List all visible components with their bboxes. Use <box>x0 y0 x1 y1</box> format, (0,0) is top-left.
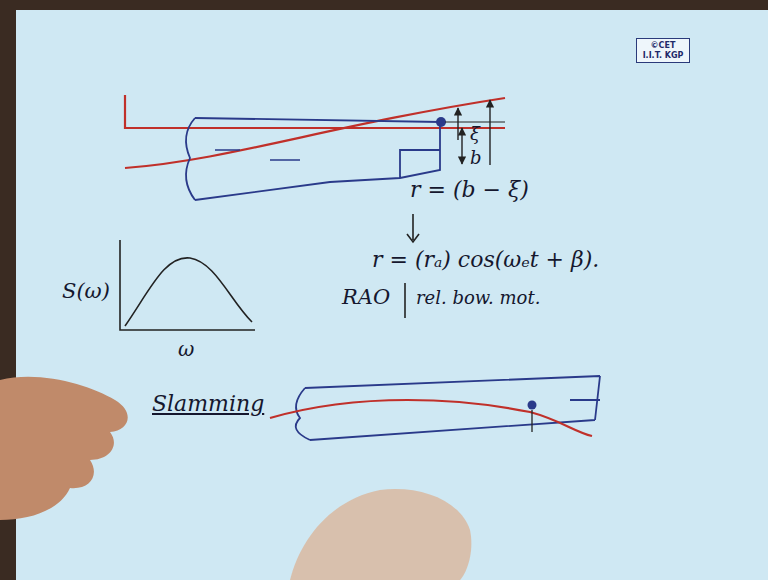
still-water-line <box>125 95 505 128</box>
wave-profile <box>270 400 592 436</box>
ship-stern <box>296 388 310 440</box>
dimension-symbol: ξ <box>470 124 480 144</box>
xi-arrow <box>457 108 458 140</box>
equation: r = (rₐ) cos(ωₑt + β). <box>372 248 599 272</box>
whiteboard <box>16 10 768 580</box>
bow-ref-line <box>445 122 505 123</box>
bow-marker <box>531 410 532 432</box>
bow-point <box>436 117 446 127</box>
spectrum-axes <box>120 240 255 330</box>
ship-hull <box>305 376 600 440</box>
hand <box>0 377 128 520</box>
hull-marks <box>215 150 300 160</box>
logo-text: ©CET I.I.T. KGP <box>641 41 685 60</box>
spectrum-curve <box>125 258 252 326</box>
axis-label: ω <box>178 338 194 360</box>
ship-hull <box>195 118 440 200</box>
note: rel. bow. mot. <box>416 288 540 308</box>
hand <box>290 489 471 580</box>
dimension-symbol: b <box>470 148 482 168</box>
b-arrow <box>461 128 462 164</box>
rao-divider <box>404 283 406 318</box>
logo-box: ©CET I.I.T. KGP <box>636 38 690 63</box>
axis-label: S(ω) <box>62 280 110 303</box>
r-arrow <box>489 100 490 165</box>
equation: r = (b − ξ) <box>410 178 529 202</box>
bow-point <box>528 401 537 410</box>
wave-profile <box>125 98 505 168</box>
ship-stern <box>186 118 195 200</box>
heading: Slamming <box>152 392 264 416</box>
note: RAO <box>342 286 390 309</box>
implies-arrow <box>407 214 419 242</box>
